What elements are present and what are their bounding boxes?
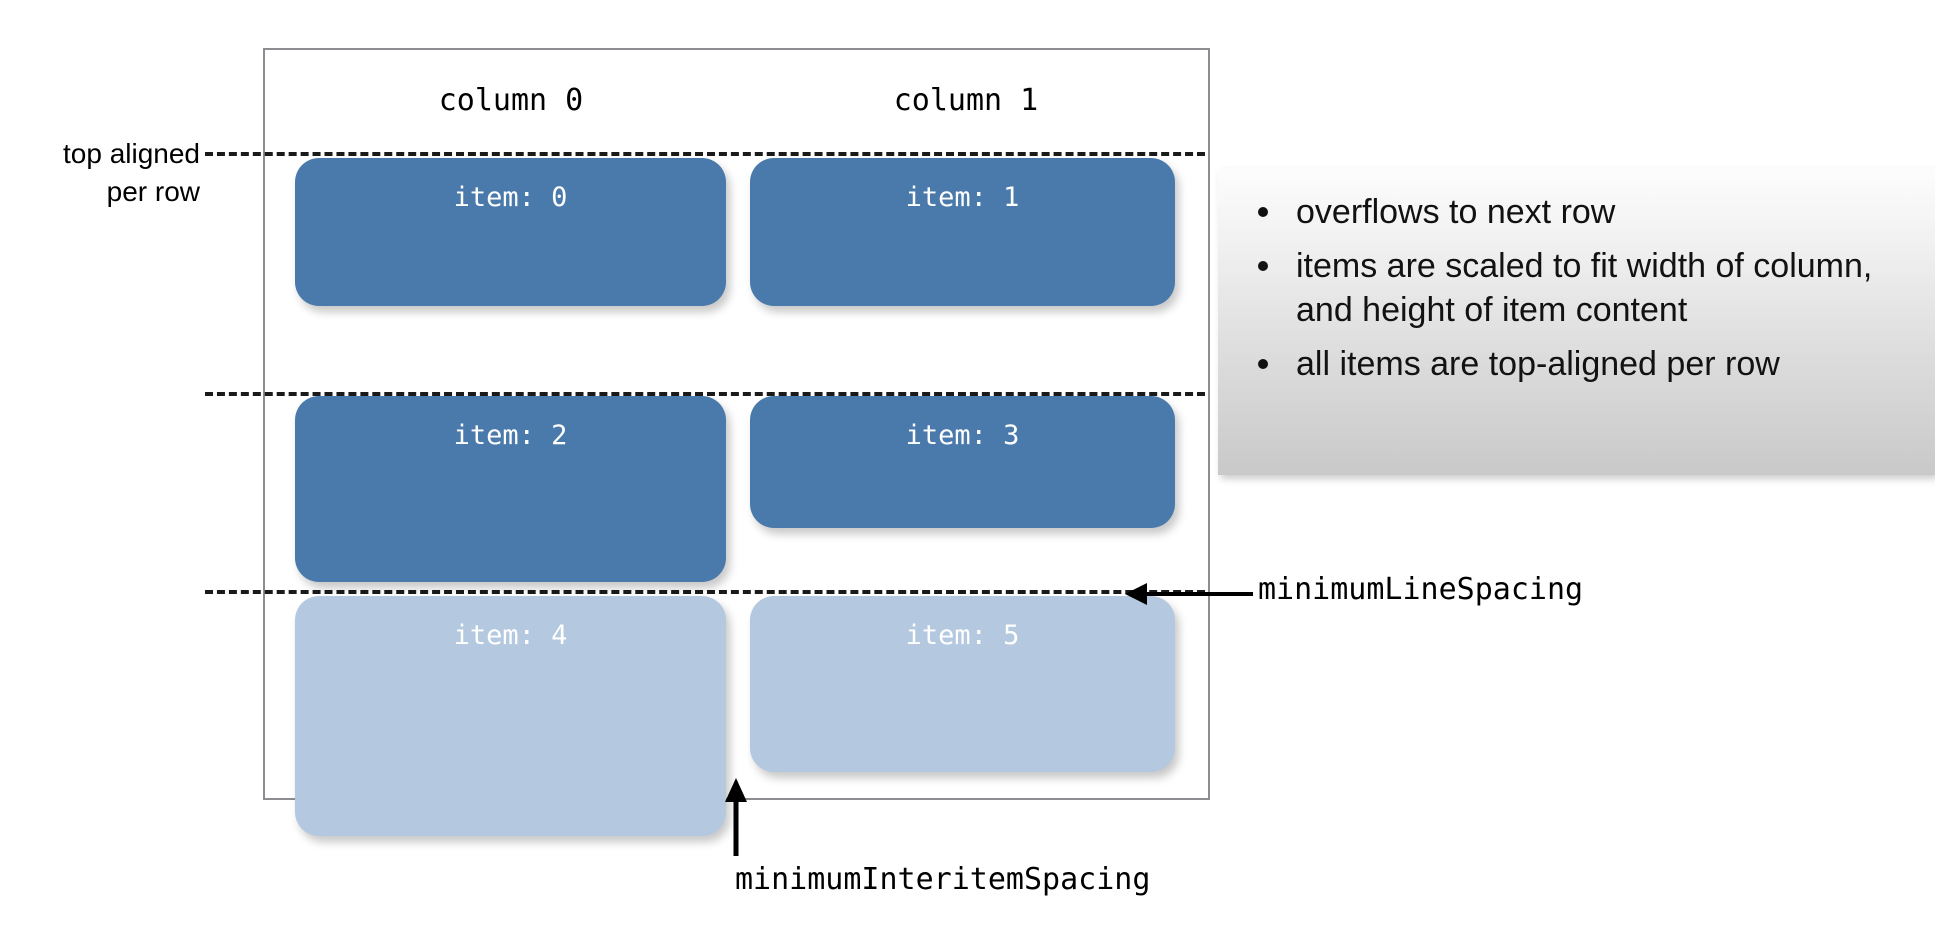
collection-item-3[interactable]: item: 3 xyxy=(750,396,1175,528)
list-item-text: items are scaled to fit width of column,… xyxy=(1296,247,1873,329)
list-item: all items are top-aligned per row xyxy=(1244,342,1909,386)
notes-panel: overflows to next row items are scaled t… xyxy=(1218,168,1935,475)
column-header-1: column 1 xyxy=(893,83,1039,118)
up-arrow-icon xyxy=(725,778,747,856)
column-header-0: column 0 xyxy=(438,83,584,118)
collection-item-4[interactable]: item: 4 xyxy=(295,596,726,836)
collection-item-1[interactable]: item: 1 xyxy=(750,158,1175,306)
minimum-line-spacing-label: minimumLineSpacing xyxy=(1258,572,1584,607)
bullet-dot-icon xyxy=(1258,359,1268,369)
collection-item-0[interactable]: item: 0 xyxy=(295,158,726,306)
list-item: items are scaled to fit width of column,… xyxy=(1244,244,1909,332)
collection-item-2[interactable]: item: 2 xyxy=(295,396,726,582)
left-arrow-icon xyxy=(1125,583,1253,605)
top-aligned-annotation-line2: per row xyxy=(106,176,200,207)
top-aligned-annotation-line1: top aligned xyxy=(62,138,200,169)
notes-bullet-list: overflows to next row items are scaled t… xyxy=(1244,190,1909,386)
bullet-dot-icon xyxy=(1258,261,1268,271)
list-item: overflows to next row xyxy=(1244,190,1909,234)
row-guide-line-2 xyxy=(205,590,1205,594)
minimum-interitem-spacing-label: minimumInteritemSpacing xyxy=(735,862,1151,897)
row-guide-line-1 xyxy=(205,392,1205,396)
list-item-text: all items are top-aligned per row xyxy=(1296,345,1780,383)
collection-item-5[interactable]: item: 5 xyxy=(750,596,1175,772)
minimum-line-spacing-callout: minimumLineSpacing xyxy=(1125,572,1825,616)
minimum-interitem-spacing-callout: minimumInteritemSpacing xyxy=(700,778,1260,918)
row-guide-line-0 xyxy=(205,152,1205,156)
top-aligned-annotation: top aligned per row xyxy=(10,135,200,211)
list-item-text: overflows to next row xyxy=(1296,193,1616,231)
bullet-dot-icon xyxy=(1258,207,1268,217)
